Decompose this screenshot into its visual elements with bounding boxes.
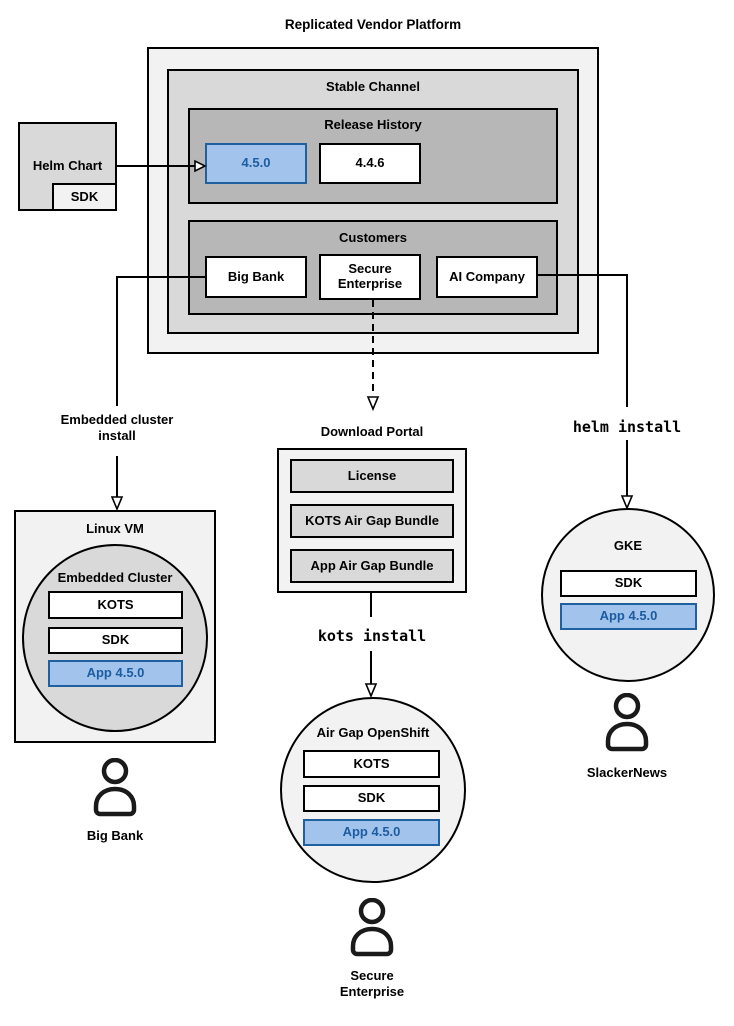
airgap-openshift-title: Air Gap OpenShift [316,725,430,740]
helm-install-label: helm install [572,418,682,436]
customers-title: Customers [339,230,407,245]
embedded-cluster-install-label: Embedded cluster install [60,412,174,443]
release-history-title: Release History [324,117,422,132]
download-portal-title: Download Portal [320,424,424,439]
slackernews-user-icon [605,693,649,752]
release-4-4-6: 4.4.6 [319,143,421,184]
helm-chart-sdk-box: SDK [52,183,117,211]
embedded-cluster-title: Embedded Cluster [57,570,173,585]
gke-title: GKE [613,538,643,553]
stable-channel-title: Stable Channel [326,79,420,94]
portal-app-bundle-box: App Air Gap Bundle [290,549,454,583]
gke-app-box: App 4.5.0 [560,603,697,630]
diagram-title: Replicated Vendor Platform [284,17,462,32]
gke-sdk-box: SDK [560,570,697,597]
slackernews-user-label: SlackerNews [586,765,668,780]
portal-kots-bundle-box: KOTS Air Gap Bundle [290,504,454,538]
portal-license-box: License [290,459,454,493]
customer-secure-enterprise: Secure Enterprise [319,254,421,300]
helm-chart-label: Helm Chart [32,158,103,173]
kots-install-label: kots install [317,627,427,645]
linux-vm-title: Linux VM [86,521,144,536]
airgap-app-box: App 4.5.0 [303,819,440,846]
big-bank-user-icon [93,758,137,817]
secure-enterprise-user-icon [350,898,394,957]
big-bank-user-label: Big Bank [86,828,144,843]
embedded-cluster-app-box: App 4.5.0 [48,660,183,687]
release-4-5-0: 4.5.0 [205,143,307,184]
airgap-sdk-box: SDK [303,785,440,812]
secure-enterprise-user-label: Secure Enterprise [339,968,405,999]
embedded-cluster-kots-box: KOTS [48,591,183,619]
embedded-cluster-sdk-box: SDK [48,627,183,654]
customer-big-bank: Big Bank [205,256,307,298]
customer-ai-company: AI Company [436,256,538,298]
airgap-kots-box: KOTS [303,750,440,778]
